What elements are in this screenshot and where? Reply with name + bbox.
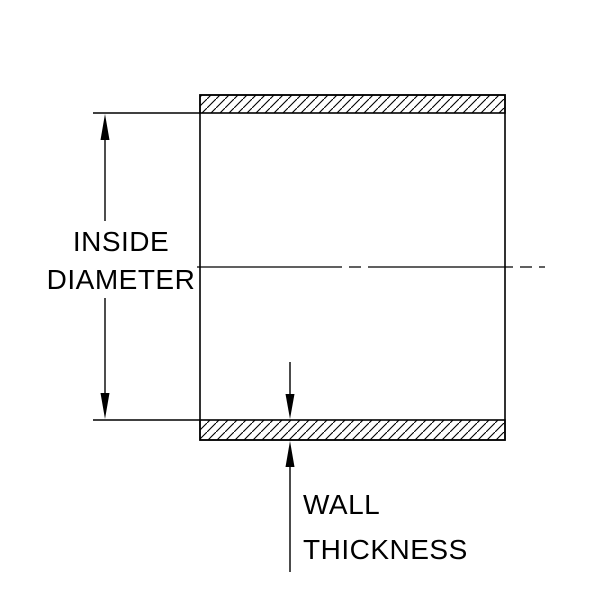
tube-wall-top-hatch [199,94,506,114]
wall-thickness-label-line1: WALL [303,489,380,520]
inside-diameter-label-line2: DIAMETER [47,264,196,295]
arrowhead-up-icon [100,114,110,140]
wall-thickness-dimension [285,362,295,572]
tube-wall-bottom-hatch [199,419,506,441]
inside-diameter-dimension [100,114,110,419]
arrowhead-up-icon [285,441,295,467]
inside-diameter-label-line1: INSIDE [73,226,169,257]
arrowhead-down-icon [100,393,110,419]
arrowhead-down-icon [285,394,295,419]
wall-thickness-label-line2: THICKNESS [303,534,468,565]
